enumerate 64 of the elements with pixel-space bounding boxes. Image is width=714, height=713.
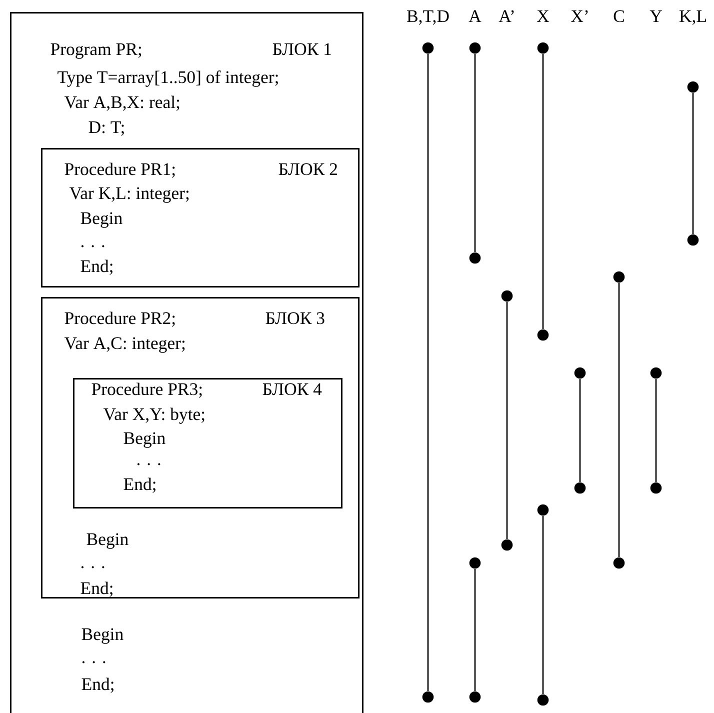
block-label: БЛОК 3 — [266, 312, 324, 324]
code-line: Procedure PR2; — [64, 312, 175, 327]
dot — [501, 290, 513, 302]
dot — [422, 42, 434, 54]
dot — [650, 482, 662, 494]
code-line: Begin — [80, 212, 122, 228]
dot — [537, 329, 549, 341]
column-header: Y — [650, 10, 662, 22]
column-header: C — [614, 10, 624, 22]
code-line: Var K,L: integer; — [69, 187, 189, 203]
code-line: End; — [80, 582, 112, 597]
code-line: D: T; — [88, 121, 124, 136]
code-line: Var A,C: integer; — [64, 337, 185, 353]
lifetime-line — [618, 282, 620, 558]
column-header: B,T,D — [407, 10, 449, 25]
code-line: End; — [124, 478, 156, 493]
code-line: Procedure PR3; — [92, 382, 202, 398]
dot — [613, 271, 625, 283]
lifetime-line — [542, 516, 544, 694]
lifetime-line — [427, 54, 429, 692]
code-line: Program PR; — [50, 43, 142, 59]
code-line: . . . — [81, 245, 104, 248]
code-line: Type T=array[1..50] of integer; — [58, 70, 278, 87]
dot — [650, 367, 662, 379]
dot — [537, 694, 549, 706]
dot — [469, 557, 481, 569]
dot — [501, 539, 513, 551]
block-label: БЛОК 1 — [272, 43, 331, 56]
code-line: . . . — [81, 566, 104, 568]
lifetime-line — [474, 568, 476, 692]
dot — [537, 42, 549, 54]
dot — [537, 504, 549, 516]
code-line: Begin — [124, 432, 166, 448]
dot — [687, 234, 699, 246]
code-line: Begin — [82, 628, 124, 644]
dot — [469, 691, 481, 703]
lifetime-line — [655, 378, 657, 482]
block-label: БЛОК 4 — [262, 383, 322, 396]
lifetime-line — [506, 302, 508, 540]
column-header: X’ — [571, 10, 588, 22]
lifetime-line — [542, 54, 544, 330]
code-line: End; — [80, 260, 112, 275]
lifetime-line — [474, 54, 476, 252]
code-line: Var X,Y: byte; — [103, 408, 204, 424]
code-line: . . . — [82, 661, 106, 664]
dot — [574, 482, 586, 494]
block-label: БЛОК 2 — [278, 163, 337, 176]
dot — [574, 367, 586, 379]
code-line: End; — [82, 678, 114, 693]
dot — [469, 252, 481, 264]
column-header: A’ — [498, 10, 514, 22]
code-line: . . . — [137, 463, 160, 466]
dot — [687, 81, 699, 93]
lifetime-line — [579, 378, 581, 482]
column-header: K,L — [679, 10, 706, 25]
code-line: Begin — [86, 533, 128, 549]
code-line: Var A,B,X: real; — [64, 96, 180, 111]
dot — [469, 42, 481, 54]
column-header: A — [468, 10, 482, 22]
dot — [613, 557, 625, 569]
dot — [422, 691, 434, 703]
code-line: Procedure PR1; — [64, 162, 175, 178]
lifetime-line — [692, 92, 694, 234]
column-header: X — [537, 10, 550, 22]
